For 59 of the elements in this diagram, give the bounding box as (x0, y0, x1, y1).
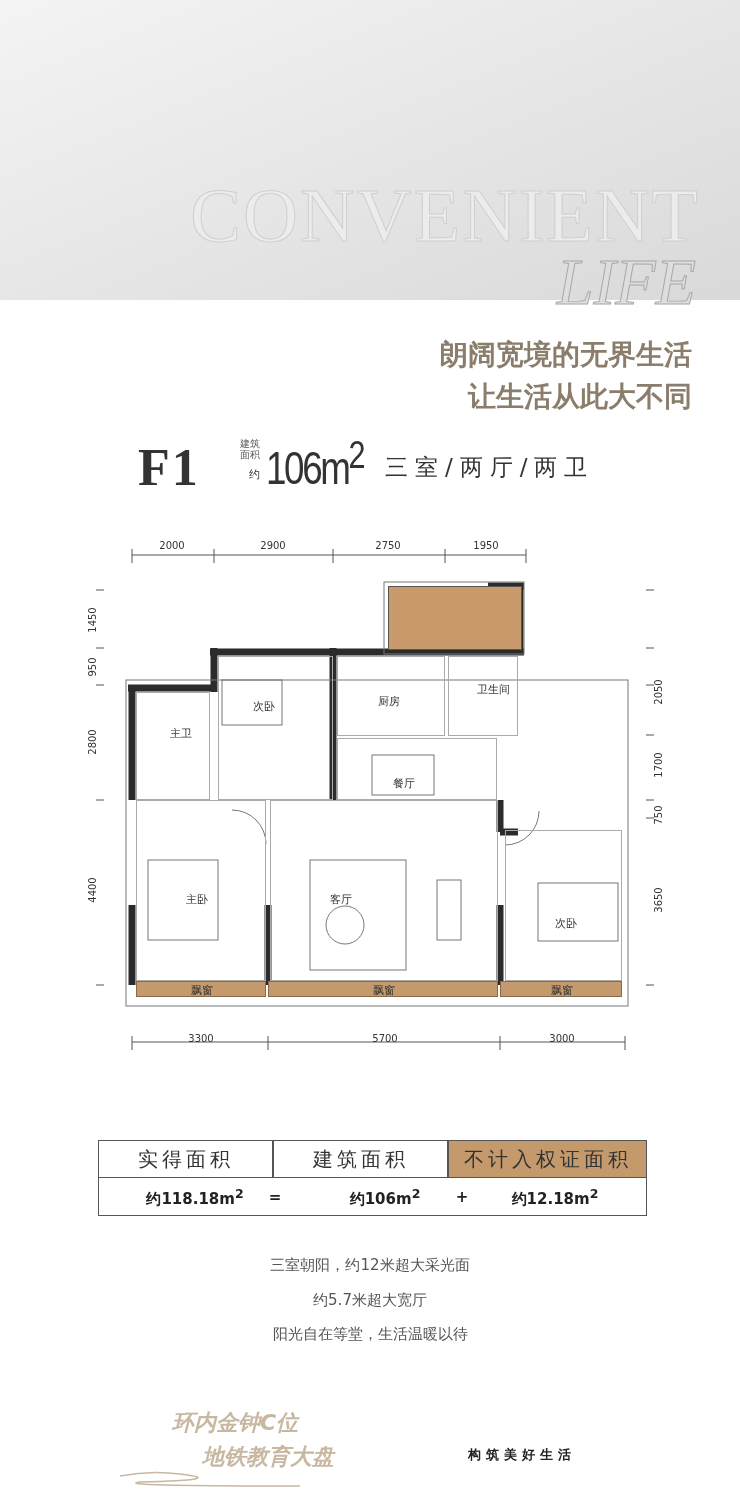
balcony (388, 586, 522, 650)
feature-text: 阳光自在等堂，生活温暖以待 (272, 1324, 468, 1344)
bay-window (500, 981, 622, 997)
dimension-label: 750 (652, 805, 664, 825)
dimension-label: 2750 (375, 539, 401, 551)
area-prefix: 约 (249, 466, 260, 482)
room (218, 656, 333, 800)
dimension-label: 2900 (260, 539, 286, 551)
dimension-label: 3000 (549, 1032, 575, 1044)
room-label: 次卧 (253, 698, 275, 714)
room-label: 主卧 (186, 891, 208, 907)
bay-window-label: 飘窗 (373, 982, 395, 998)
unit-type: F1 (138, 437, 200, 497)
slogan: 环内金钟C位 (172, 1409, 299, 1437)
dimension-label: 2000 (159, 539, 185, 551)
room-label: 主卫 (170, 725, 192, 741)
room (448, 656, 518, 736)
table-header-cell: 建筑面积 (273, 1140, 448, 1178)
area-value: 106m$^{2}$ (266, 432, 364, 496)
room (337, 738, 497, 800)
area-caption: 建筑面积 (240, 438, 261, 460)
room-label: 餐厅 (393, 775, 415, 791)
slogan: 构筑美好生活 (468, 1446, 576, 1464)
room-label: 厨房 (378, 693, 400, 709)
dimension-label: 4400 (86, 877, 98, 903)
bay-window (268, 981, 498, 997)
table-cell: = (268, 1188, 282, 1206)
bay-window-label: 飘窗 (191, 982, 213, 998)
table-header-cell: 实得面积 (98, 1140, 273, 1178)
feature-text: 三室朝阳，约12米超大采光面 (270, 1255, 470, 1275)
room-label: 次卧 (555, 915, 577, 931)
dimension-label: 2050 (652, 679, 664, 705)
slogan: 地铁教育大盘 (202, 1443, 334, 1471)
room-label: 客厅 (330, 891, 352, 907)
dimension-label: 1950 (473, 539, 499, 551)
background-heading: LIFE (556, 244, 696, 320)
headline: 朗阔宽境的无界生活让生活从此大不同 (439, 337, 692, 415)
table-header-cell: 不计入权证面积 (448, 1140, 647, 1178)
dimension-label: 2800 (86, 729, 98, 755)
layout-summary: 三室/两厅/两卫 (385, 452, 595, 482)
dimension-label: 3650 (652, 887, 664, 913)
room (505, 830, 622, 981)
dimension-label: 5700 (372, 1032, 398, 1044)
bay-window-label: 飘窗 (551, 982, 573, 998)
dimension-label: 1450 (86, 607, 98, 633)
bay-window (136, 981, 266, 997)
dimension-label: 3300 (188, 1032, 214, 1044)
dimension-label: 1700 (652, 752, 664, 778)
table-cell: + (455, 1188, 469, 1206)
room (136, 800, 266, 981)
dimension-label: 950 (86, 657, 98, 677)
table-cell: 约106m$^{2}$ (349, 1185, 421, 1209)
table-cell: 约118.18m$^{2}$ (146, 1185, 244, 1209)
room (270, 800, 498, 981)
room (136, 692, 210, 800)
feature-text: 约5.7米超大宽厅 (313, 1290, 427, 1310)
table-cell: 约12.18m$^{2}$ (511, 1185, 599, 1209)
room-label: 卫生间 (476, 681, 510, 697)
room (337, 656, 445, 736)
